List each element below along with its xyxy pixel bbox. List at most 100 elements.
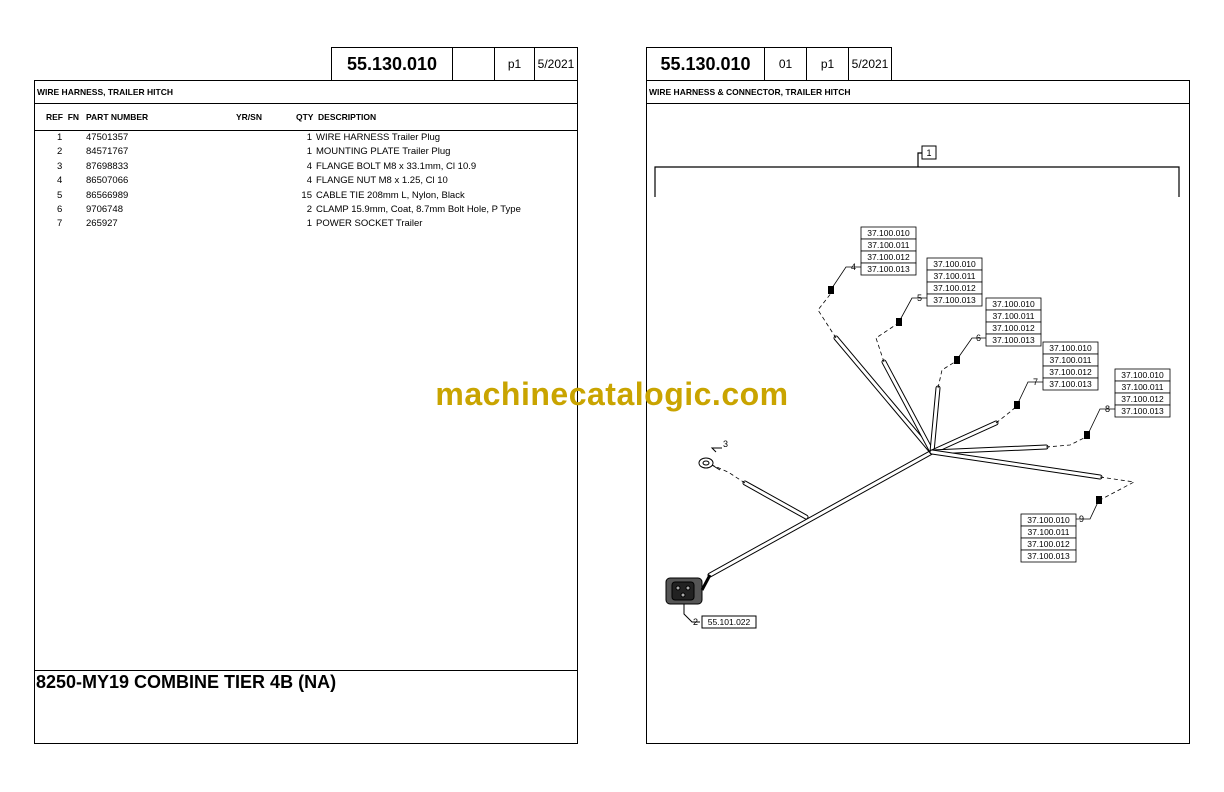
callout-8: 37.100.010 37.100.011 37.100.012 37.100.013…	[1087, 368, 1171, 435]
left-page	[34, 80, 578, 744]
col-part-number: PART NUMBER	[86, 112, 149, 122]
callout-leader	[957, 337, 986, 359]
ref-label: 37.100.011	[993, 311, 1035, 321]
ref-label: 37.100.011	[1122, 382, 1164, 392]
ref-cell: 5	[57, 189, 63, 201]
description-cell: FLANGE BOLT M8 x 33.1mm, Cl 10.9	[316, 160, 477, 172]
right-page-title: WIRE HARNESS & CONNECTOR, TRAILER HITCH	[649, 87, 851, 97]
ref-cell: 6	[57, 204, 63, 215]
ref-box	[926, 293, 983, 307]
ref-cell: 7	[57, 218, 63, 230]
qty-cell: 15	[301, 189, 312, 201]
callout-6: 37.100.01037.100.01137.100.01237.100.013…	[957, 297, 1042, 359]
table-row: 2 84571767 1 MOUNTING PLATE Trailer Plug	[34, 146, 578, 160]
ref-box	[1020, 549, 1077, 563]
ref-label: 37.100.012	[933, 283, 976, 293]
machine-divider	[34, 670, 578, 671]
ref-label: 37.100.013	[867, 264, 910, 274]
callout-5: 37.100.010 37.100.011 37.100.012 37.100.013…	[899, 257, 983, 321]
ref-label: 37.100.012	[1049, 367, 1092, 377]
ref-2-box	[701, 615, 757, 629]
trailer-plug-connector	[665, 574, 712, 623]
callout-number: 6	[976, 333, 981, 343]
qty-cell: 4	[306, 160, 312, 172]
callout-leader	[1076, 501, 1099, 520]
qty-cell: 4	[306, 175, 312, 187]
ref-label: 37.100.013	[1027, 551, 1070, 561]
part-number-cell: 47501357	[86, 132, 129, 143]
part-number-cell: 84571767	[86, 146, 129, 158]
ref-label: 37.100.013	[992, 335, 1035, 345]
callout-9: 37.100.010 37.100.011 37.100.012 37.100.013…	[1020, 501, 1099, 563]
col-ref-fn: REF FN	[46, 112, 80, 122]
machine-model: 8250-MY19 COMBINE TIER 4B (NA)	[36, 672, 337, 692]
left-date: 5/2021	[534, 47, 578, 81]
ref-label: 37.100.011	[868, 240, 910, 250]
part-number-cell: 86566989	[86, 189, 129, 201]
ref-label: 37.100.010	[1027, 515, 1070, 525]
qty-cell: 1	[306, 146, 312, 158]
title-divider	[34, 103, 578, 104]
ref-cell: 4	[57, 175, 63, 187]
qty-cell: 1	[306, 132, 312, 143]
description-cell: WIRE HARNESS Trailer Plug	[316, 132, 441, 143]
ref-label: 37.100.011	[1050, 355, 1092, 365]
callout-7: 37.100.01037.100.01137.100.01237.100.013…	[1017, 341, 1099, 404]
part-number-cell: 265927	[86, 218, 118, 230]
label-2: 2	[693, 617, 698, 627]
ref-label: 37.100.012	[867, 252, 910, 262]
callout-number: 4	[851, 262, 856, 272]
callout-number: 9	[1079, 514, 1084, 524]
watermark: machinecatalogic.com	[435, 376, 789, 412]
ref-label: 37.100.011	[934, 271, 976, 281]
callout-number: 7	[1033, 377, 1038, 387]
table-row: 6 9706748 2 CLAMP 15.9mm, Coat, 8.7mm Bolt …	[34, 204, 578, 218]
ref-cell: 2	[57, 146, 63, 158]
ring-terminal	[698, 447, 722, 471]
ref-label: 37.100.010	[933, 259, 976, 269]
description-cell: CLAMP 15.9mm, Coat, 8.7mm Bolt Hole, P T…	[316, 204, 521, 215]
callout-leader	[831, 266, 861, 289]
callout-leader	[1087, 408, 1115, 435]
columns-divider	[34, 130, 578, 131]
callout-leader	[1017, 381, 1043, 404]
connectors	[828, 286, 1102, 504]
description-cell: FLANGE NUT M8 x 1.25, Cl 10	[316, 175, 448, 187]
ref-label: 37.100.012	[1121, 394, 1164, 404]
assembly-bracket	[654, 152, 1180, 197]
ref-box	[1042, 377, 1099, 391]
ref-box	[860, 262, 917, 276]
right-title-divider	[646, 103, 1190, 104]
col-yr-sn: YR/SN	[236, 112, 262, 122]
harness-wires	[707, 335, 1103, 578]
part-number-cell: 9706748	[86, 204, 123, 215]
qty-cell: 2	[306, 204, 312, 215]
part-number-cell: 87698833	[86, 160, 129, 172]
qty-cell: 1	[306, 218, 312, 230]
callout-1-label: 1	[926, 148, 931, 158]
ref-label: 37.100.011	[1028, 527, 1070, 537]
ref-label: 37.100.013	[1121, 406, 1164, 416]
description-cell: CABLE TIE 208mm L, Nylon, Black	[316, 189, 465, 201]
callout-number: 5	[917, 293, 922, 303]
ref-2-label: 55.101.022	[708, 617, 751, 627]
ref-label: 37.100.010	[1121, 370, 1164, 380]
ref-label: 37.100.012	[1027, 539, 1070, 549]
ref-label: 37.100.012	[992, 323, 1035, 333]
ref-cell: 3	[57, 160, 63, 172]
left-page-title: WIRE HARNESS, TRAILER HITCH	[37, 87, 173, 97]
table-row: 5 86566989 15 CABLE TIE 208mm L, Nylon, Bla…	[34, 190, 578, 204]
ref-label: 37.100.013	[933, 295, 976, 305]
callout-leader	[899, 297, 927, 321]
ref-box	[985, 333, 1042, 347]
description-cell: MOUNTING PLATE Trailer Plug	[316, 146, 451, 158]
callout-number: 8	[1105, 404, 1110, 414]
ref-box	[1114, 404, 1171, 418]
callout-1-box	[921, 145, 937, 160]
ref-label: 37.100.013	[1049, 379, 1092, 389]
label-3: 3	[723, 439, 728, 449]
